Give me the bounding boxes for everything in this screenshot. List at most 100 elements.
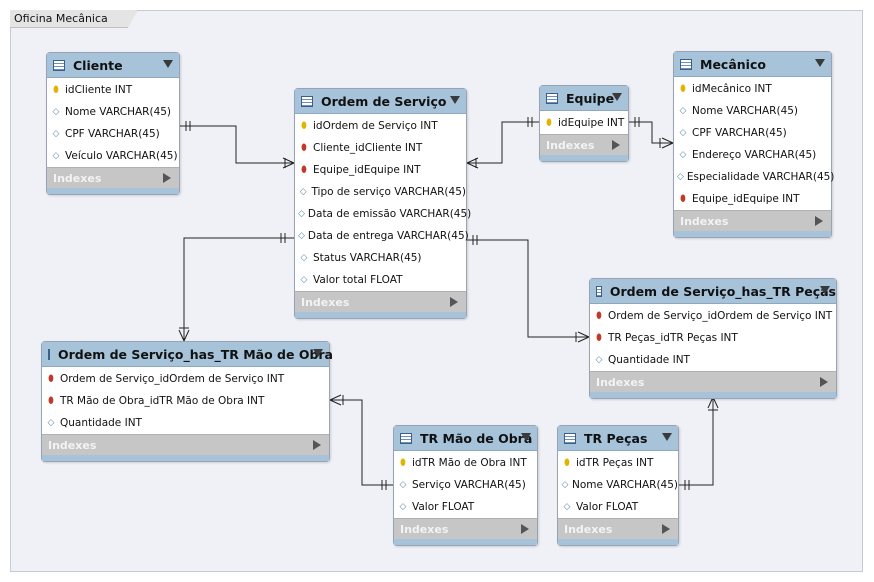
table-footer — [558, 539, 678, 545]
relationship-mao-obra-has — [329, 394, 393, 490]
collapse-arrow-icon[interactable] — [313, 349, 323, 357]
table-cliente[interactable]: Cliente ⬮idCliente INT ◇Nome VARCHAR(45)… — [46, 52, 180, 195]
expand-arrow-icon[interactable] — [163, 173, 171, 183]
table-equipe[interactable]: Equipe ⬮idEquipe INT Indexes — [539, 85, 629, 162]
indexes-bar[interactable]: Indexes — [394, 518, 537, 539]
collapse-arrow-icon[interactable] — [815, 59, 825, 67]
table-ordem-servico-has-tr-mao-obra[interactable]: Ordem de Serviço_has_TR Mão de Obra ⬮Ord… — [41, 341, 333, 462]
foreign-key-icon: ⬮ — [48, 396, 54, 406]
table-title: Mecânico — [700, 56, 766, 72]
column-row[interactable]: ⬮Ordem de Serviço_idOrdem de Serviço INT — [590, 305, 836, 327]
column-row[interactable]: ◇Especialidade VARCHAR(45) — [677, 171, 835, 183]
primary-key-icon: ⬮ — [53, 85, 59, 95]
attribute-diamond-icon: ◇ — [47, 418, 55, 428]
column-row[interactable]: ⬮idTR Peças INT — [558, 452, 678, 474]
table-icon — [53, 59, 65, 71]
column-row[interactable]: ⬮TR Mão de Obra_idTR Mão de Obra INT — [42, 390, 329, 412]
column-row[interactable]: ◇Status VARCHAR(45) — [295, 247, 466, 269]
table-header[interactable]: Ordem de Serviço_has_TR Peças — [590, 279, 836, 304]
collapse-arrow-icon[interactable] — [820, 286, 830, 294]
foreign-key-icon: ⬮ — [301, 165, 307, 175]
diagram-tab[interactable]: Oficina Mecânica — [10, 10, 138, 28]
table-icon — [680, 58, 692, 70]
column-row[interactable]: ◇Nome VARCHAR(45) — [561, 479, 678, 491]
column-row[interactable]: ⬮idCliente INT — [47, 79, 179, 101]
attribute-diamond-icon: ◇ — [298, 231, 305, 241]
attribute-diamond-icon: ◇ — [399, 480, 407, 490]
column-row[interactable]: ◇Quantidade INT — [42, 412, 329, 434]
column-row[interactable]: ◇Data de emissão VARCHAR(45) — [298, 208, 472, 220]
attribute-diamond-icon: ◇ — [595, 355, 603, 365]
attribute-diamond-icon: ◇ — [561, 480, 569, 490]
attribute-diamond-icon: ◇ — [399, 502, 407, 512]
table-header[interactable]: Ordem de Serviço — [295, 89, 466, 114]
collapse-arrow-icon[interactable] — [612, 93, 622, 101]
column-row[interactable]: ◇Nome VARCHAR(45) — [47, 101, 179, 123]
indexes-bar[interactable]: Indexes — [47, 167, 179, 188]
collapse-arrow-icon[interactable] — [163, 60, 173, 68]
relationship-pecas-has — [679, 396, 719, 490]
table-icon — [48, 348, 50, 360]
table-header[interactable]: Cliente — [47, 53, 179, 78]
expand-arrow-icon[interactable] — [313, 440, 321, 450]
expand-arrow-icon[interactable] — [612, 140, 620, 150]
column-row[interactable]: ◇Tipo de serviço VARCHAR(45) — [299, 186, 466, 198]
table-title: Ordem de Serviço — [321, 93, 447, 109]
table-title: Ordem de Serviço_has_TR Peças — [609, 283, 836, 299]
table-header[interactable]: Mecânico — [674, 52, 831, 77]
table-ordem-servico[interactable]: Ordem de Serviço ⬮idOrdem de Serviço INT… — [294, 88, 472, 319]
column-row[interactable]: ⬮idMecânico INT — [674, 78, 831, 100]
expand-arrow-icon[interactable] — [662, 524, 670, 534]
indexes-bar[interactable]: Indexes — [295, 291, 466, 312]
collapse-arrow-icon[interactable] — [662, 433, 672, 441]
column-row[interactable]: ◇CPF VARCHAR(45) — [47, 123, 179, 145]
column-row[interactable]: ⬮Cliente_idCliente INT — [295, 137, 466, 159]
column-row[interactable]: ⬮TR Peças_idTR Peças INT — [590, 327, 836, 349]
column-row[interactable]: ◇Valor total FLOAT — [295, 269, 466, 291]
table-footer — [540, 155, 628, 161]
column-row[interactable]: ◇Valor FLOAT — [394, 496, 537, 518]
table-tr-pecas[interactable]: TR Peças ⬮idTR Peças INT ◇Nome VARCHAR(4… — [557, 425, 679, 546]
indexes-bar[interactable]: Indexes — [590, 371, 836, 392]
table-header[interactable]: Equipe — [540, 86, 628, 111]
column-row[interactable]: ◇Quantidade INT — [590, 349, 836, 371]
column-row[interactable]: ◇CPF VARCHAR(45) — [674, 122, 831, 144]
column-row[interactable]: ⬮idTR Mão de Obra INT — [394, 452, 537, 474]
table-header[interactable]: TR Mão de Obra — [394, 426, 537, 451]
table-mecanico[interactable]: Mecânico ⬮idMecânico INT ◇Nome VARCHAR(4… — [673, 51, 835, 238]
indexes-bar[interactable]: Indexes — [540, 134, 628, 155]
attribute-diamond-icon: ◇ — [679, 128, 687, 138]
column-row[interactable]: ◇Nome VARCHAR(45) — [674, 100, 831, 122]
column-row[interactable]: ⬮Equipe_idEquipe INT — [674, 188, 831, 210]
column-row[interactable]: ◇Veículo VARCHAR(45) — [47, 145, 179, 167]
table-ordem-servico-has-tr-pecas[interactable]: Ordem de Serviço_has_TR Peças ⬮Ordem de … — [589, 278, 837, 399]
column-row[interactable]: ◇Serviço VARCHAR(45) — [394, 474, 537, 496]
expand-arrow-icon[interactable] — [815, 216, 823, 226]
expand-arrow-icon[interactable] — [521, 524, 529, 534]
table-header[interactable]: Ordem de Serviço_has_TR Mão de Obra — [42, 342, 333, 367]
column-row[interactable]: ◇Data de entrega VARCHAR(45) — [298, 230, 469, 242]
indexes-bar[interactable]: Indexes — [42, 434, 329, 455]
attribute-diamond-icon: ◇ — [679, 106, 687, 116]
table-footer — [47, 188, 179, 194]
table-icon — [546, 92, 558, 104]
expand-arrow-icon[interactable] — [820, 377, 828, 387]
foreign-key-icon: ⬮ — [48, 374, 54, 384]
attribute-diamond-icon: ◇ — [298, 209, 305, 219]
foreign-key-icon: ⬮ — [301, 143, 307, 153]
column-row[interactable]: ⬮idOrdem de Serviço INT — [295, 115, 466, 137]
column-row[interactable]: ◇Endereço VARCHAR(45) — [674, 144, 831, 166]
table-tr-mao-obra[interactable]: TR Mão de Obra ⬮idTR Mão de Obra INT ◇Se… — [393, 425, 538, 546]
column-row[interactable]: ◇Valor FLOAT — [558, 496, 678, 518]
collapse-arrow-icon[interactable] — [450, 96, 460, 104]
column-row[interactable]: ⬮Ordem de Serviço_idOrdem de Serviço INT — [42, 368, 329, 390]
column-row[interactable]: ⬮Equipe_idEquipe INT — [295, 159, 466, 181]
column-row[interactable]: ⬮idEquipe INT — [540, 112, 628, 134]
indexes-bar[interactable]: Indexes — [674, 210, 831, 231]
table-title: TR Peças — [584, 430, 648, 446]
table-header[interactable]: TR Peças — [558, 426, 678, 451]
indexes-bar[interactable]: Indexes — [558, 518, 678, 539]
primary-key-icon: ⬮ — [400, 458, 406, 468]
collapse-arrow-icon[interactable] — [521, 433, 531, 441]
expand-arrow-icon[interactable] — [450, 297, 458, 307]
